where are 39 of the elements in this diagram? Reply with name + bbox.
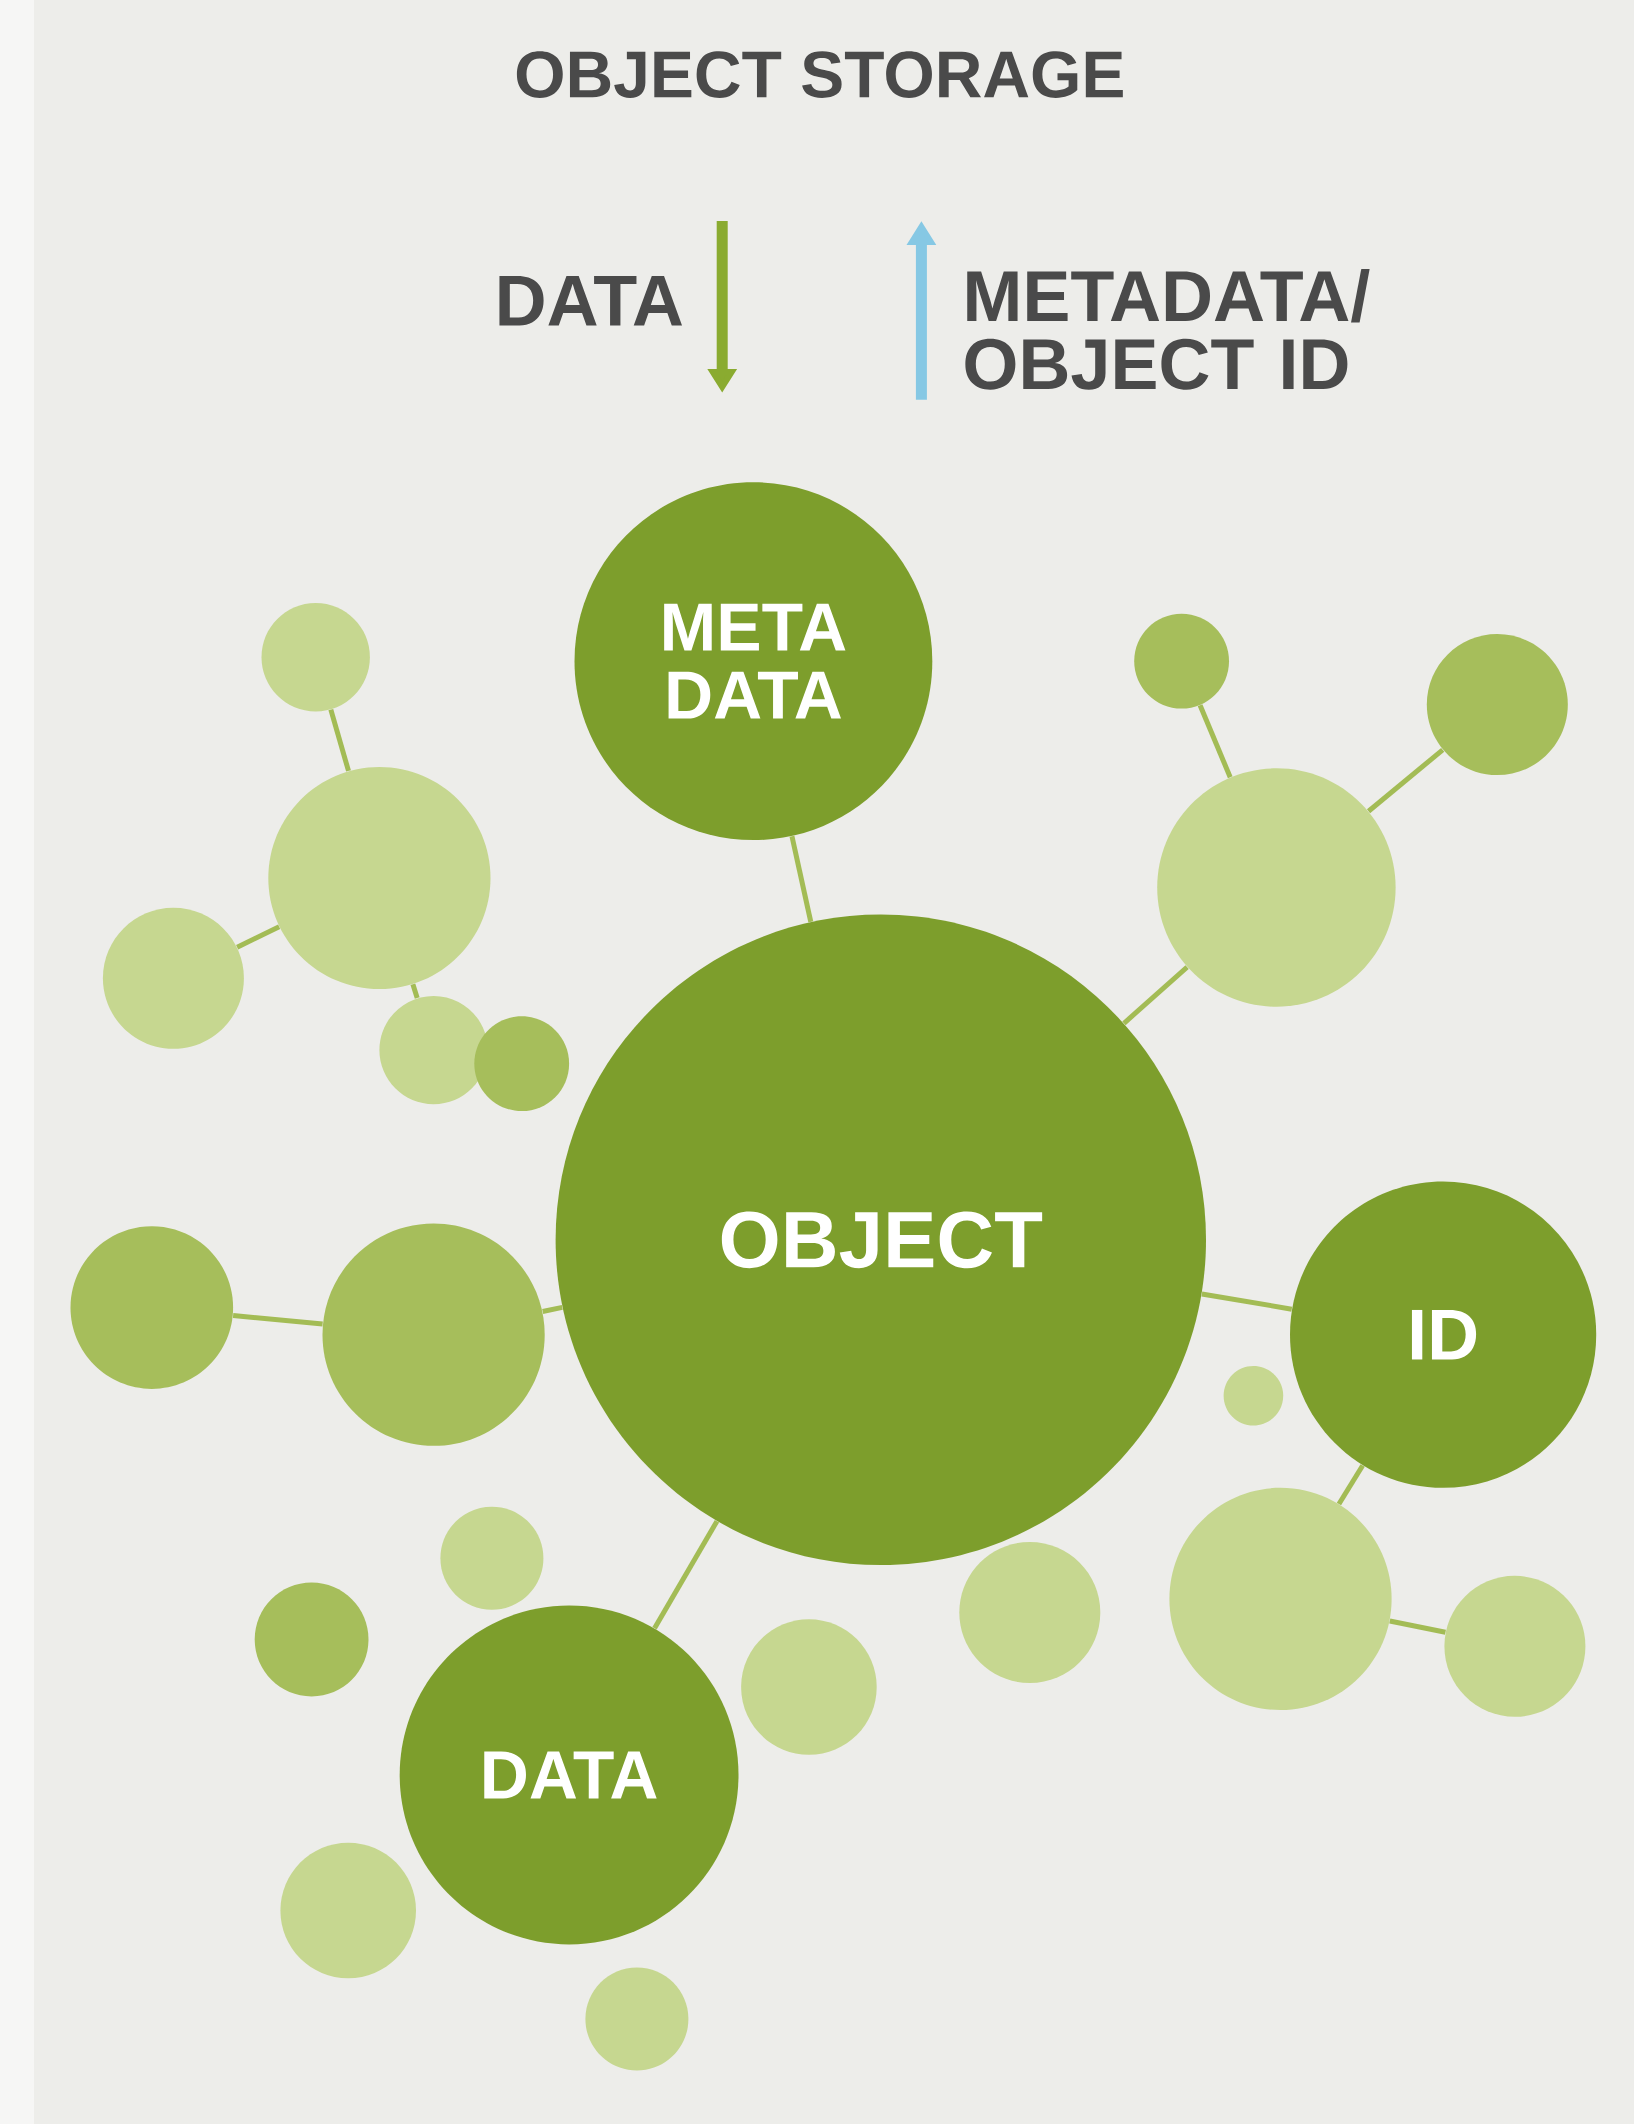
connector-line: [1336, 1464, 1365, 1506]
circle-node: [280, 1842, 416, 1979]
circle-node: [254, 1582, 369, 1697]
circle-node: [474, 1016, 570, 1112]
connector-line: [789, 835, 814, 923]
circle-node: [741, 1619, 877, 1755]
connector-line: [652, 1519, 720, 1630]
circle-node: [1223, 1365, 1284, 1426]
title: OBJECT STORAGE: [516, 51, 1123, 98]
connector-line: [1366, 747, 1445, 814]
circle-node: [1134, 613, 1229, 709]
circle-node: [1444, 1575, 1586, 1717]
circle-node: [261, 603, 370, 712]
circle-node: [1426, 634, 1568, 776]
circle-node: OBJECT: [555, 914, 1206, 1565]
circle-node: [1157, 768, 1396, 1007]
circle-node: [379, 995, 488, 1105]
circle-node: ID: [1290, 1181, 1597, 1488]
circle-node: META DATA: [574, 482, 933, 841]
connector-line: [236, 924, 281, 950]
circle-node: [1169, 1487, 1392, 1710]
circle-node: [70, 1226, 234, 1389]
circle-node: [959, 1542, 1101, 1683]
connector-line: [1122, 965, 1189, 1026]
circle-node: DATA: [399, 1605, 739, 1945]
connector-line: [542, 1304, 563, 1314]
connector-line: [1389, 1618, 1446, 1635]
circle-node: [440, 1506, 544, 1610]
circle-node: [585, 1967, 689, 2071]
connector-line: [328, 708, 351, 772]
connector-line: [1197, 704, 1233, 779]
circle-node: [102, 907, 244, 1049]
flow-label: METADATA/ OBJECT ID: [965, 268, 1370, 390]
flow-label: DATA: [499, 276, 682, 326]
connector-line: [232, 1312, 323, 1327]
connector-line: [410, 983, 420, 999]
connector-line: [1201, 1291, 1293, 1312]
circle-node: [322, 1223, 545, 1446]
circle-node: [268, 766, 491, 990]
